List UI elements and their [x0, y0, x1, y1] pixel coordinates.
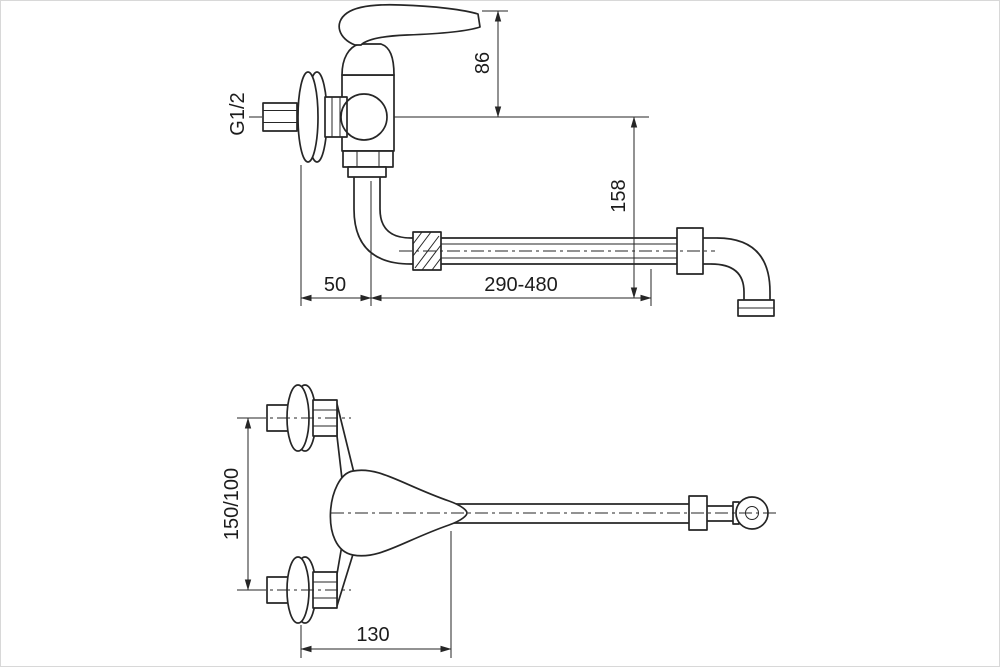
outlet-elbow	[716, 237, 771, 293]
swivel-nut	[342, 150, 394, 168]
side-view: G1/2 86 158 50 290-480	[227, 3, 775, 317]
ball-joint	[340, 93, 388, 141]
wall-nipple	[262, 102, 298, 132]
dim-label-mounting-centers: 150/100	[221, 468, 243, 540]
body-connector-top	[336, 403, 355, 480]
lever-handle	[338, 3, 481, 46]
union-nut	[324, 96, 348, 138]
dim-label-body-length: 130	[356, 624, 389, 646]
dim-label-spout-reach: 290-480	[484, 274, 557, 296]
dim-label-handle-height: 86	[472, 52, 494, 74]
dim-label-outlet-drop: 158	[608, 179, 630, 212]
wall-flange	[297, 71, 319, 163]
dim-label-inlet-thread: G1/2	[227, 92, 249, 135]
spout-elbow	[353, 208, 412, 265]
plan-view: 150/100 130	[221, 384, 779, 658]
cartridge-dome	[341, 43, 395, 76]
dim-label-wall-offset: 50	[324, 274, 346, 296]
